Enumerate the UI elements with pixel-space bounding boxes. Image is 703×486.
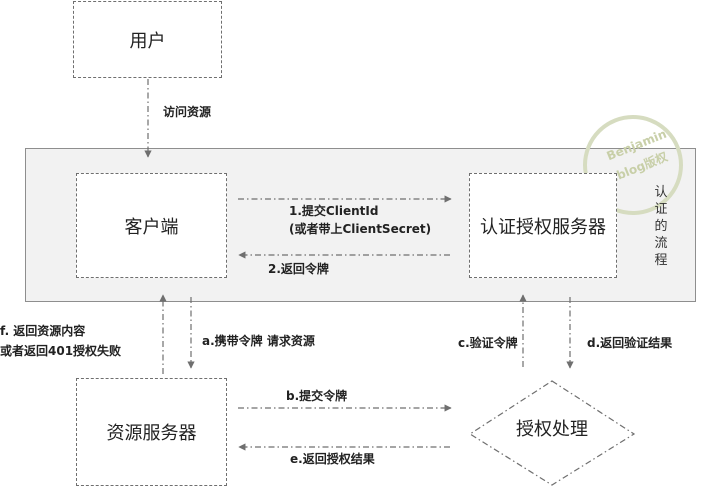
auth-process-diamond: [468, 380, 636, 486]
return-auth-result-label: e.返回授权结果: [290, 452, 375, 466]
return-verify-result-label: d.返回验证结果: [587, 336, 673, 350]
flow-title-char: 程: [654, 253, 668, 268]
return-token-label: 2.返回令牌: [268, 262, 329, 276]
client-node: 客户端: [76, 173, 227, 278]
return-content-label: f. 返回资源内容: [0, 324, 86, 338]
submit-client-secret-label: (或者带上ClientSecret): [289, 222, 432, 236]
flow-title-char: 流: [654, 236, 668, 251]
flow-title-char: 的: [654, 219, 668, 234]
flow-title-char: 证: [654, 202, 668, 217]
auth-process-node: 授权处理: [470, 415, 634, 441]
auth-process-label: 授权处理: [516, 419, 588, 440]
access-resource-label: 访问资源: [163, 105, 212, 119]
auth-server-label: 认证授权服务器: [480, 216, 606, 238]
flow-title: 认 证 的 流 程: [653, 184, 669, 269]
flow-title-char: 认: [654, 185, 668, 200]
verify-token-label: c.验证令牌: [458, 336, 518, 350]
client-label: 客户端: [124, 216, 179, 238]
watermark-stamp: Benjamin cnblog版权: [578, 110, 688, 220]
watermark-circle: [583, 115, 683, 215]
user-label: 用户: [129, 30, 166, 52]
submit-client-id-label: 1.提交ClientId: [289, 204, 379, 218]
resource-server-node: 资源服务器: [76, 378, 227, 486]
auth-server-node: 认证授权服务器: [469, 173, 617, 278]
user-node: 用户: [73, 1, 222, 78]
resource-server-label: 资源服务器: [106, 423, 197, 444]
carry-token-label: a.携带令牌 请求资源: [202, 334, 315, 348]
return-401-label: 或者返回401授权失败: [0, 344, 122, 358]
submit-token-label: b.提交令牌: [286, 389, 348, 403]
